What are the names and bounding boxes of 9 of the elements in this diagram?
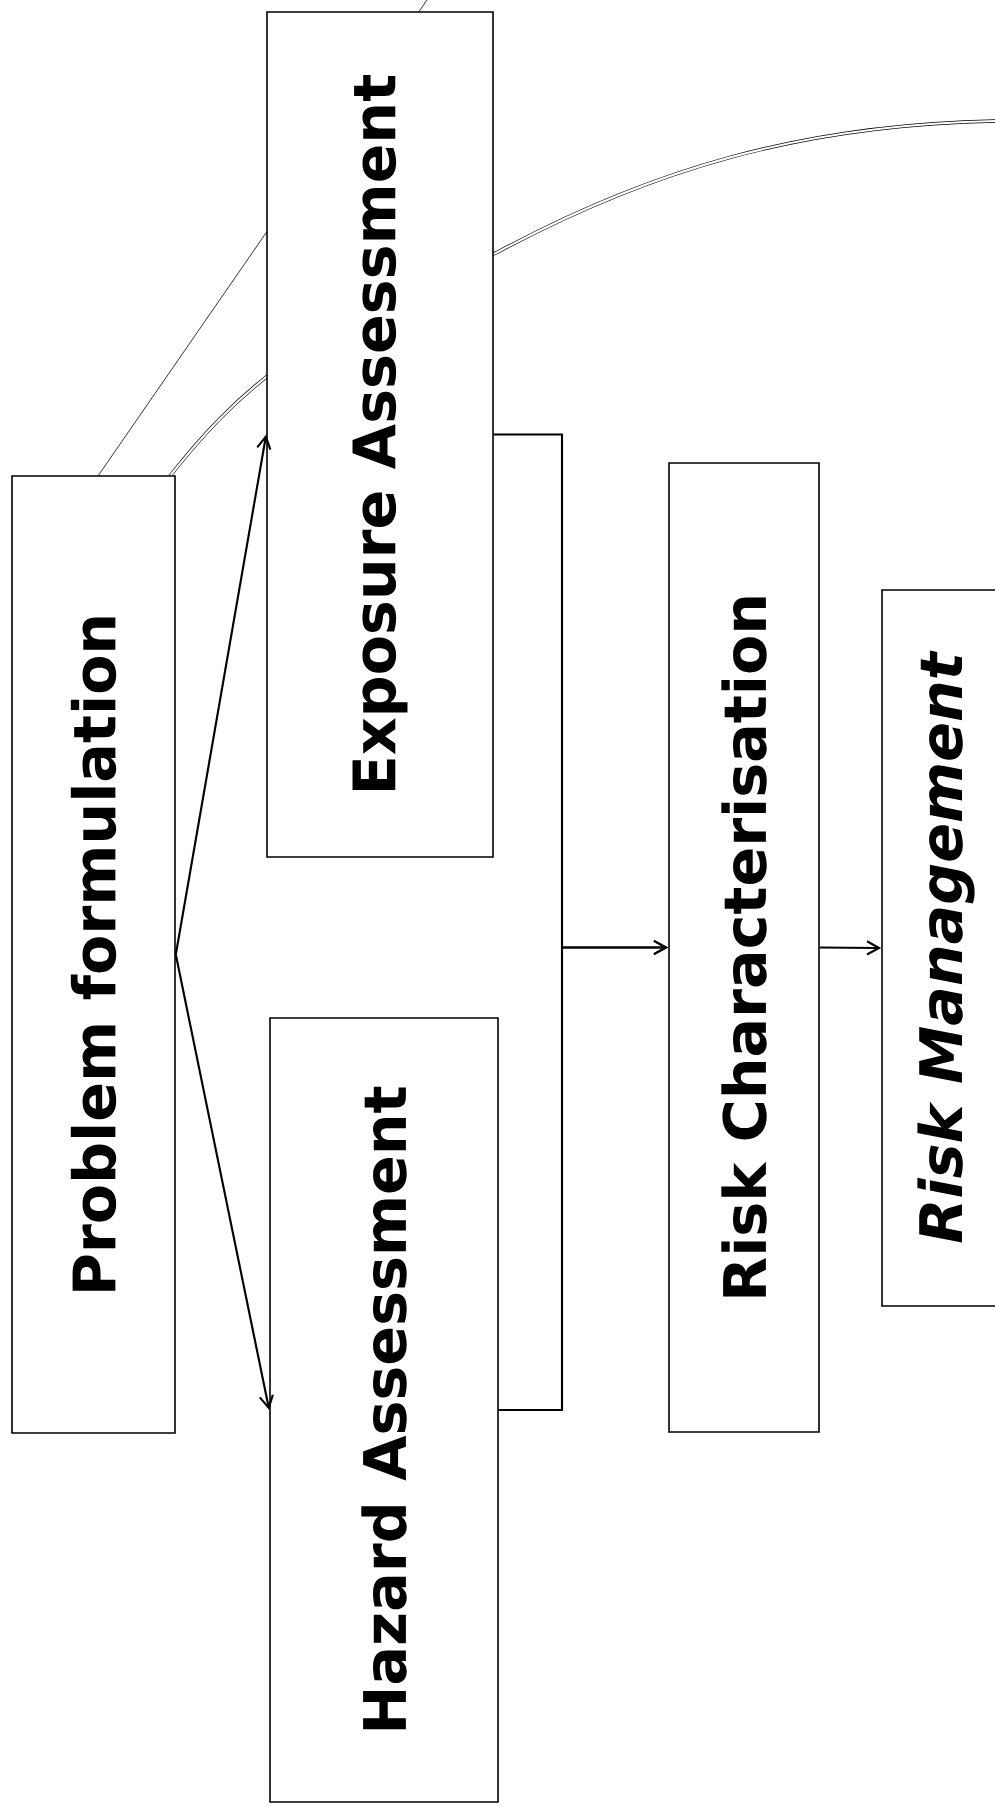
arrow xyxy=(819,940,882,956)
process-box: Risk Management xyxy=(881,589,995,1307)
arrow xyxy=(174,434,272,955)
process-box: Risk Characterisation xyxy=(668,462,820,1433)
arrow xyxy=(174,954,274,1410)
process-box: Exposure Assessment xyxy=(266,11,494,858)
arrow xyxy=(498,939,669,1412)
process-box: Hazard Assessment xyxy=(269,1017,499,1803)
process-box: Problem formulation xyxy=(11,475,176,1434)
